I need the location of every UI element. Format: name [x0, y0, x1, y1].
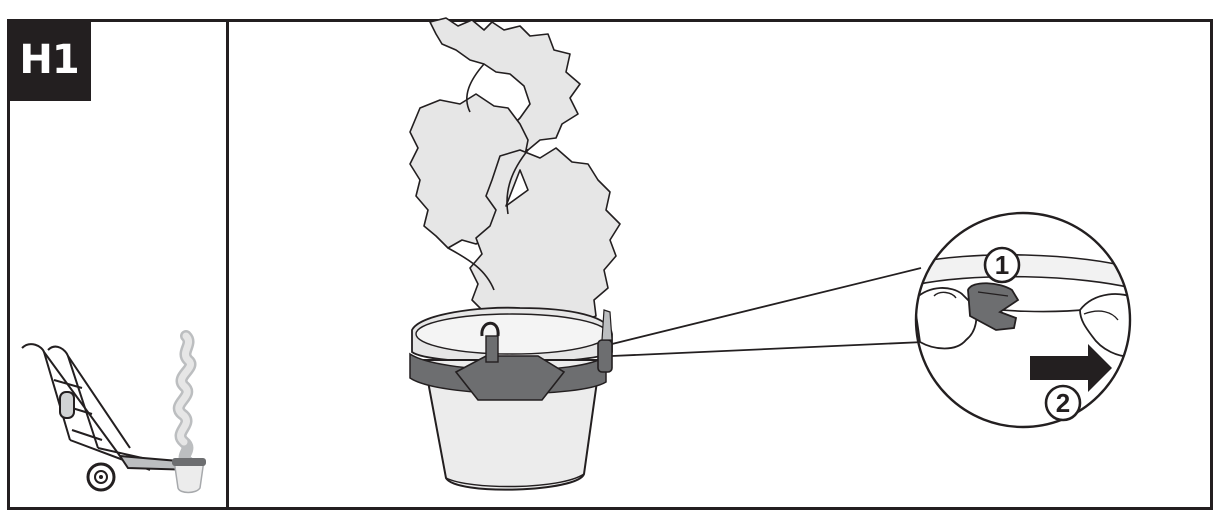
- callout-marker-1: 1: [983, 246, 1021, 284]
- callout-number-2: 2: [1056, 388, 1070, 418]
- panel-divider: [226, 22, 229, 507]
- overview-illustration: [21, 330, 206, 494]
- callout-lines: [611, 267, 925, 357]
- arrow-right-icon: [1030, 344, 1112, 392]
- hand-truck-icon: [21, 343, 196, 472]
- buckle-icon: [597, 309, 613, 373]
- strap: [409, 309, 613, 401]
- pot: [411, 306, 613, 491]
- callout-marker-2: 2: [1044, 384, 1082, 422]
- wheel-icon: [86, 462, 116, 492]
- instruction-panel: H1: [7, 19, 1213, 510]
- topiary-illustration: [409, 17, 621, 491]
- spiral-foliage: [409, 17, 621, 325]
- step-badge: H1: [7, 19, 91, 101]
- step-label: H1: [19, 37, 79, 83]
- callout-number-1: 1: [995, 250, 1009, 280]
- small-topiary-icon: [172, 330, 206, 494]
- strap-clip-icon: [967, 282, 1020, 331]
- detail-magnifier: 1 2: [914, 211, 1132, 429]
